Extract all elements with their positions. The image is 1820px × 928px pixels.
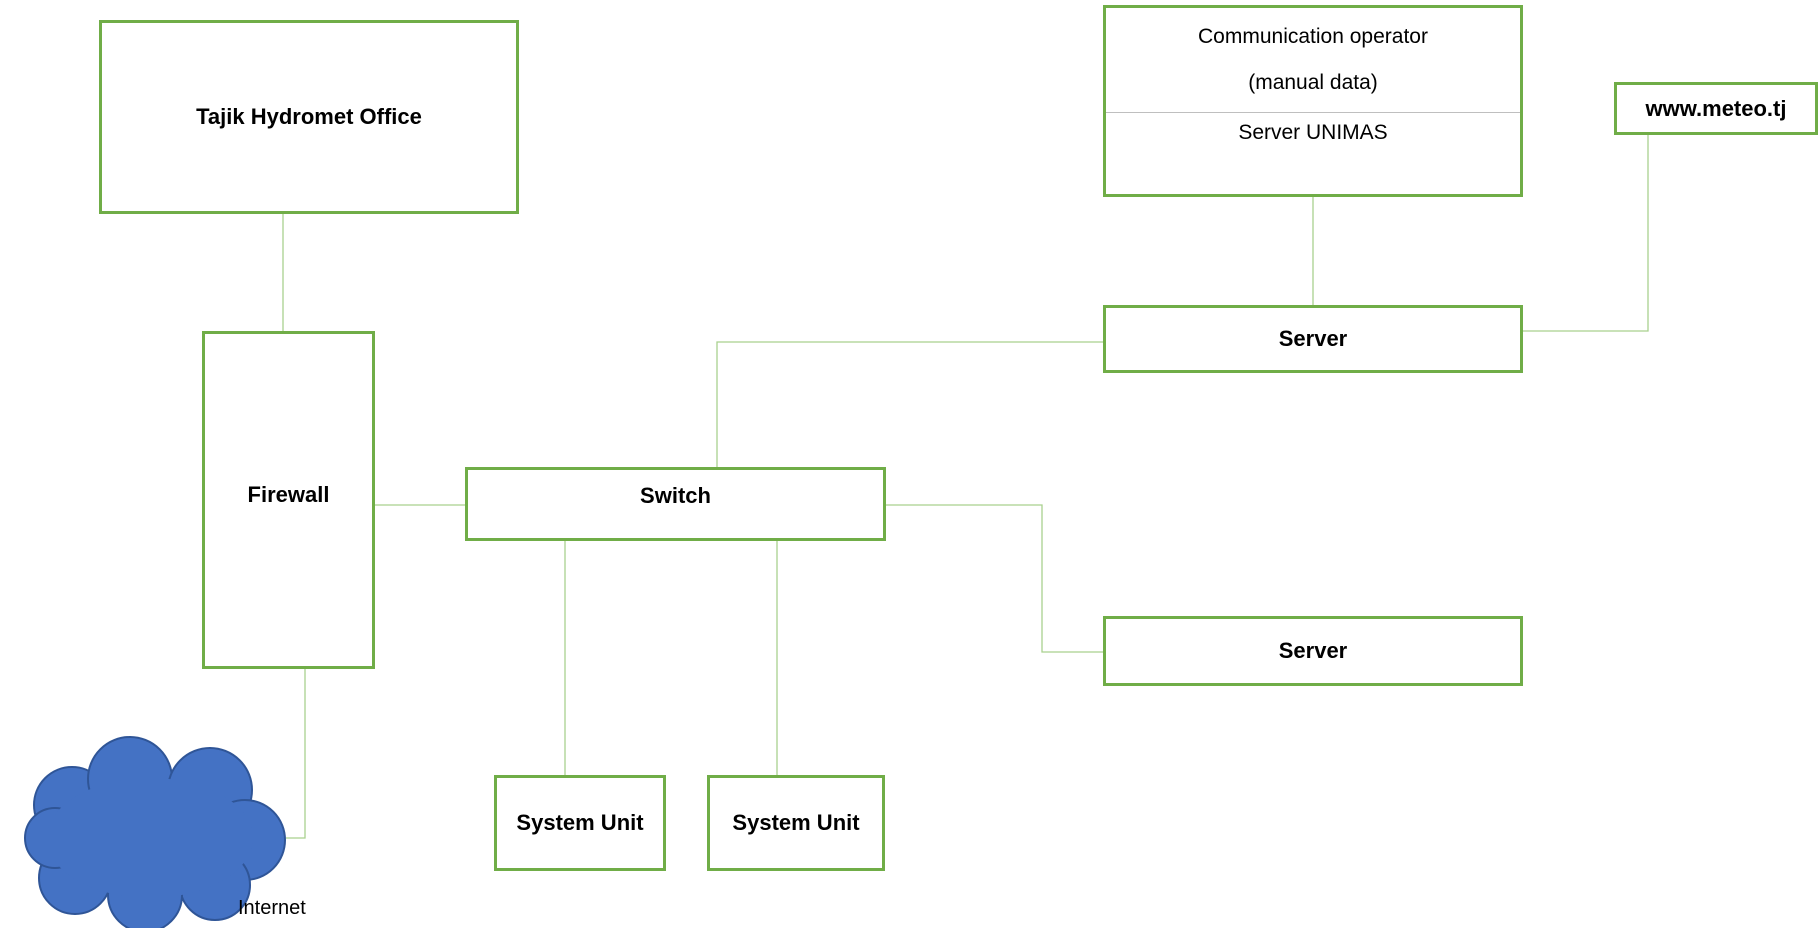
switch-label: Switch xyxy=(640,483,711,508)
system-unit-label-1: System Unit xyxy=(516,810,644,835)
internet-cloud-icon xyxy=(24,736,286,928)
connector-switch-server-top xyxy=(716,341,1105,469)
server-top-label: Server xyxy=(1278,326,1348,351)
firewall-label: Firewall xyxy=(247,482,330,507)
server-top-box: Server xyxy=(1103,305,1523,373)
system-unit-box-2: System Unit xyxy=(707,775,885,871)
connector-server-top-website xyxy=(1521,133,1649,332)
communication-operator-title: Communication operator xyxy=(1198,25,1428,48)
switch-box: Switch xyxy=(465,467,886,541)
firewall-box: Firewall xyxy=(202,331,375,669)
server-bottom-box: Server xyxy=(1103,616,1523,686)
communication-operator-box: Communication operator (manual data) Ser… xyxy=(1103,5,1523,197)
system-unit-box-1: System Unit xyxy=(494,775,666,871)
communication-operator-section: Communication operator (manual data) xyxy=(1106,8,1520,113)
communication-operator-subtitle: (manual data) xyxy=(1248,71,1378,94)
connector-switch-server-bottom xyxy=(884,504,1105,653)
server-unimas-label: Server UNIMAS xyxy=(1238,121,1388,144)
system-unit-label-2: System Unit xyxy=(732,810,860,835)
server-unimas-section: Server UNIMAS xyxy=(1106,113,1520,145)
hydromet-office-box: Tajik Hydromet Office xyxy=(99,20,519,214)
connector-firewall-internet xyxy=(282,667,306,839)
server-bottom-label: Server xyxy=(1278,638,1348,663)
hydromet-office-label: Tajik Hydromet Office xyxy=(196,104,422,129)
meteo-website-box: www.meteo.tj xyxy=(1614,82,1818,135)
meteo-website-label: www.meteo.tj xyxy=(1645,95,1787,121)
internet-label: Internet xyxy=(238,897,306,919)
